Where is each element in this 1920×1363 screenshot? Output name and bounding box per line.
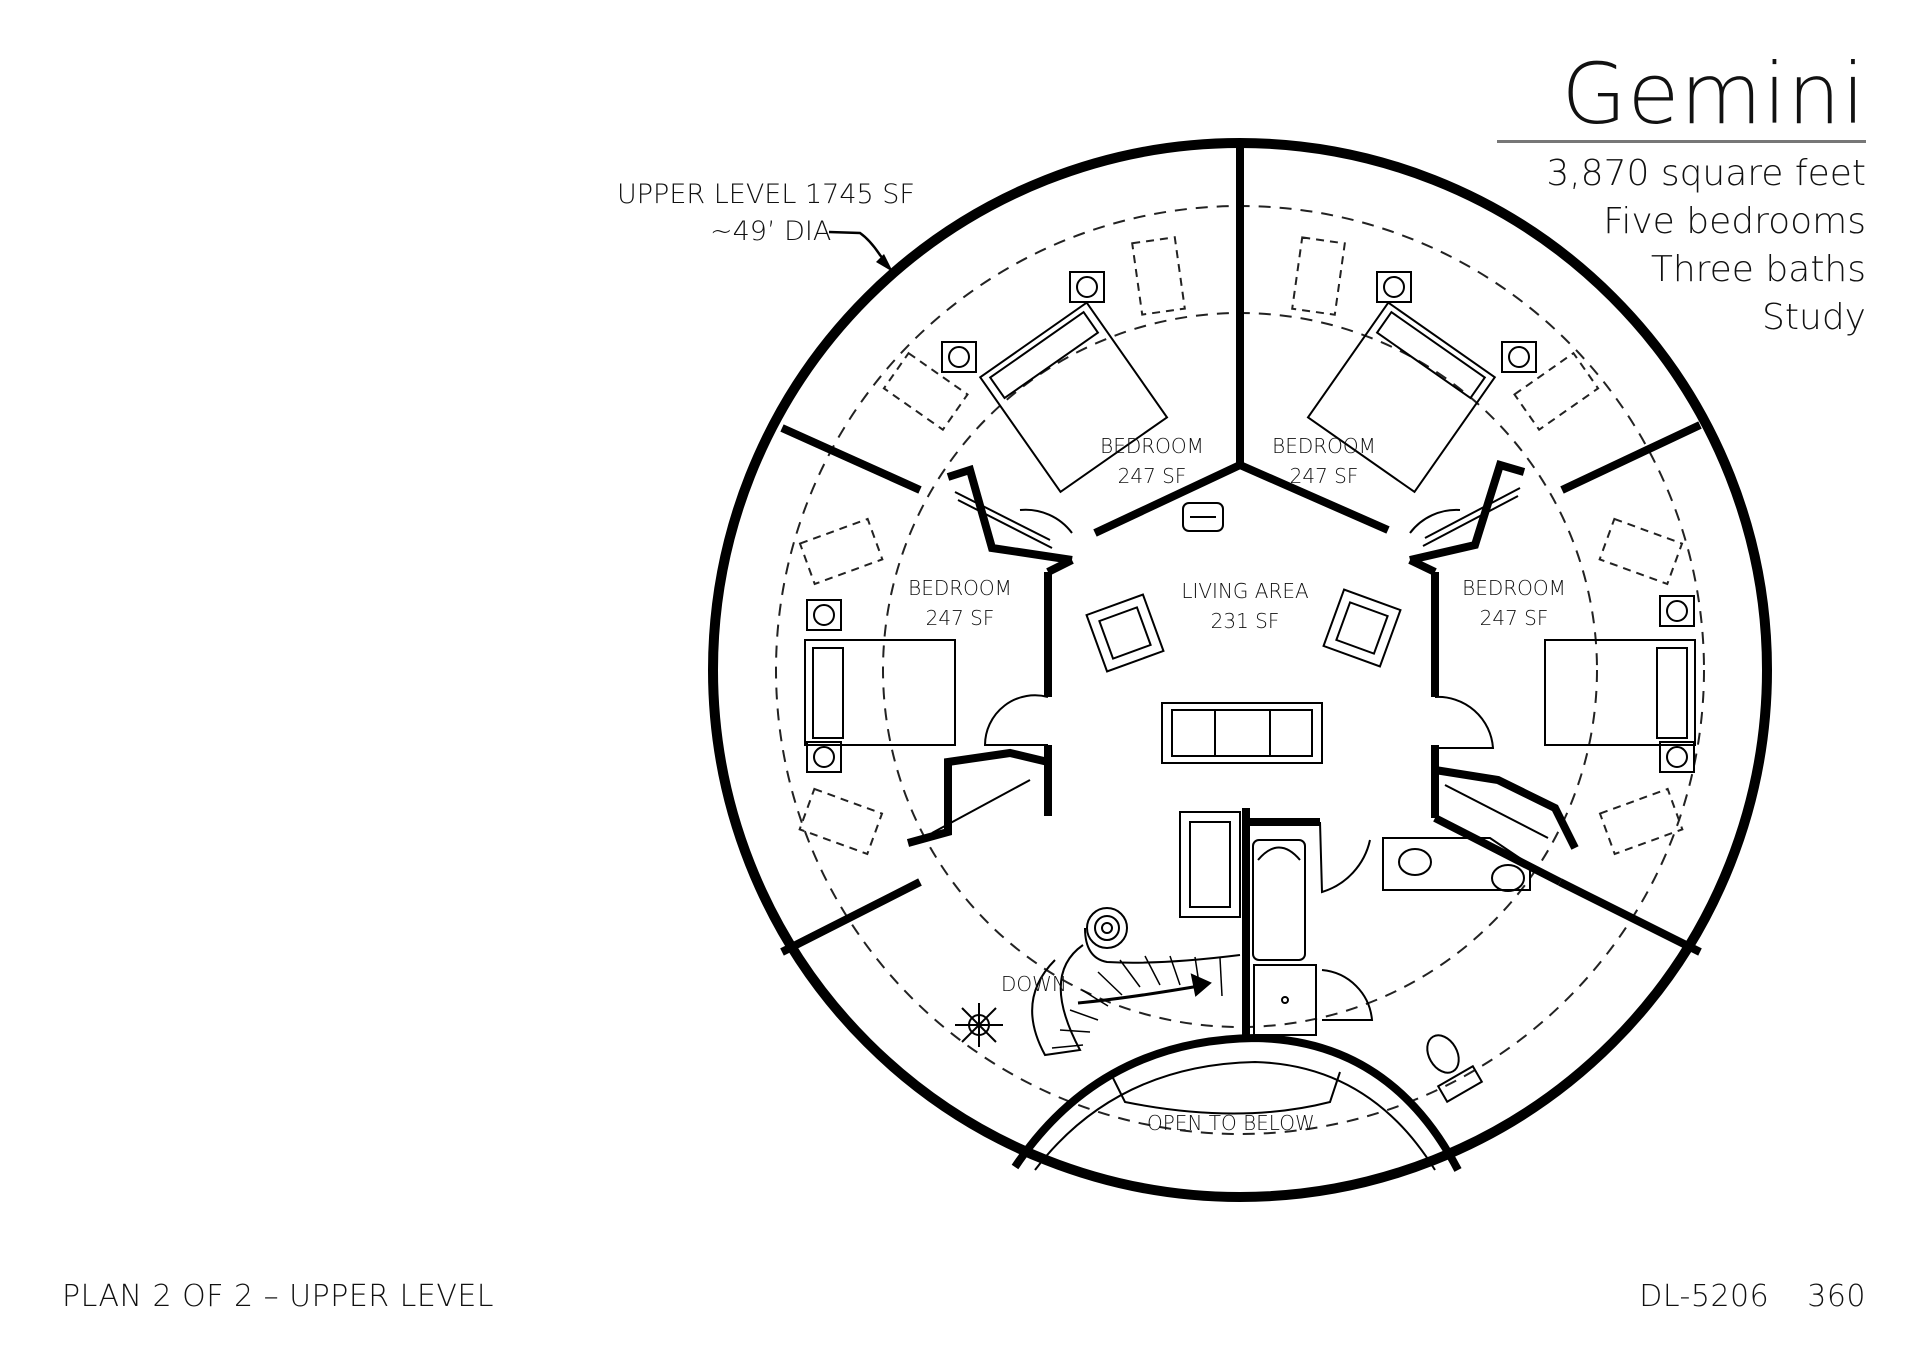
plan-code: DL-5206 360 (1639, 1279, 1866, 1314)
level-arrow (828, 230, 893, 272)
room-area-w: 247 SF (926, 606, 995, 630)
plan-title: Gemini (1561, 45, 1866, 143)
room-name-w: BEDROOM (908, 576, 1012, 600)
room-area-e: 247 SF (1480, 606, 1549, 630)
plan-number-label: PLAN 2 OF 2 – UPPER LEVEL (62, 1279, 495, 1314)
stair (1031, 907, 1241, 1057)
spec-bedrooms: Five bedrooms (1603, 201, 1866, 242)
title-divider (1497, 140, 1866, 143)
room-area-living: 231 SF (1211, 609, 1280, 633)
plan-specs: 3,870 square feet Five bedrooms Three ba… (1546, 150, 1866, 342)
spec-study: Study (1762, 297, 1866, 338)
plan-code-id: DL-5206 (1639, 1279, 1770, 1314)
outer-wall (708, 138, 1772, 1202)
beds (804, 301, 1696, 746)
spec-baths: Three baths (1650, 249, 1866, 290)
bath-fixtures (1252, 837, 1531, 1104)
open-to-below-label: OPEN TO BELOW (1147, 1111, 1315, 1135)
door-swings (983, 508, 1495, 1021)
stair-enclosure (1011, 1033, 1462, 1172)
nightstands (806, 271, 1695, 773)
plan-page-number: 360 (1807, 1279, 1866, 1314)
spec-area: 3,870 square feet (1546, 153, 1866, 194)
level-label: UPPER LEVEL 1745 SF (617, 179, 915, 210)
closets (931, 487, 1549, 839)
dashed-furniture (798, 236, 1684, 856)
partition-walls (780, 145, 1702, 1040)
diameter-label: ~49’ DIA (710, 216, 831, 247)
plant-icon (955, 1003, 1003, 1047)
living-furniture (1085, 502, 1402, 918)
stair-label: DOWN (1001, 972, 1067, 996)
room-area-ne: 247 SF (1290, 464, 1359, 488)
room-name-e: BEDROOM (1462, 576, 1566, 600)
room-name-nw: BEDROOM (1100, 434, 1204, 458)
room-area-nw: 247 SF (1118, 464, 1187, 488)
room-name-living: LIVING AREA (1181, 579, 1309, 603)
room-name-ne: BEDROOM (1272, 434, 1376, 458)
